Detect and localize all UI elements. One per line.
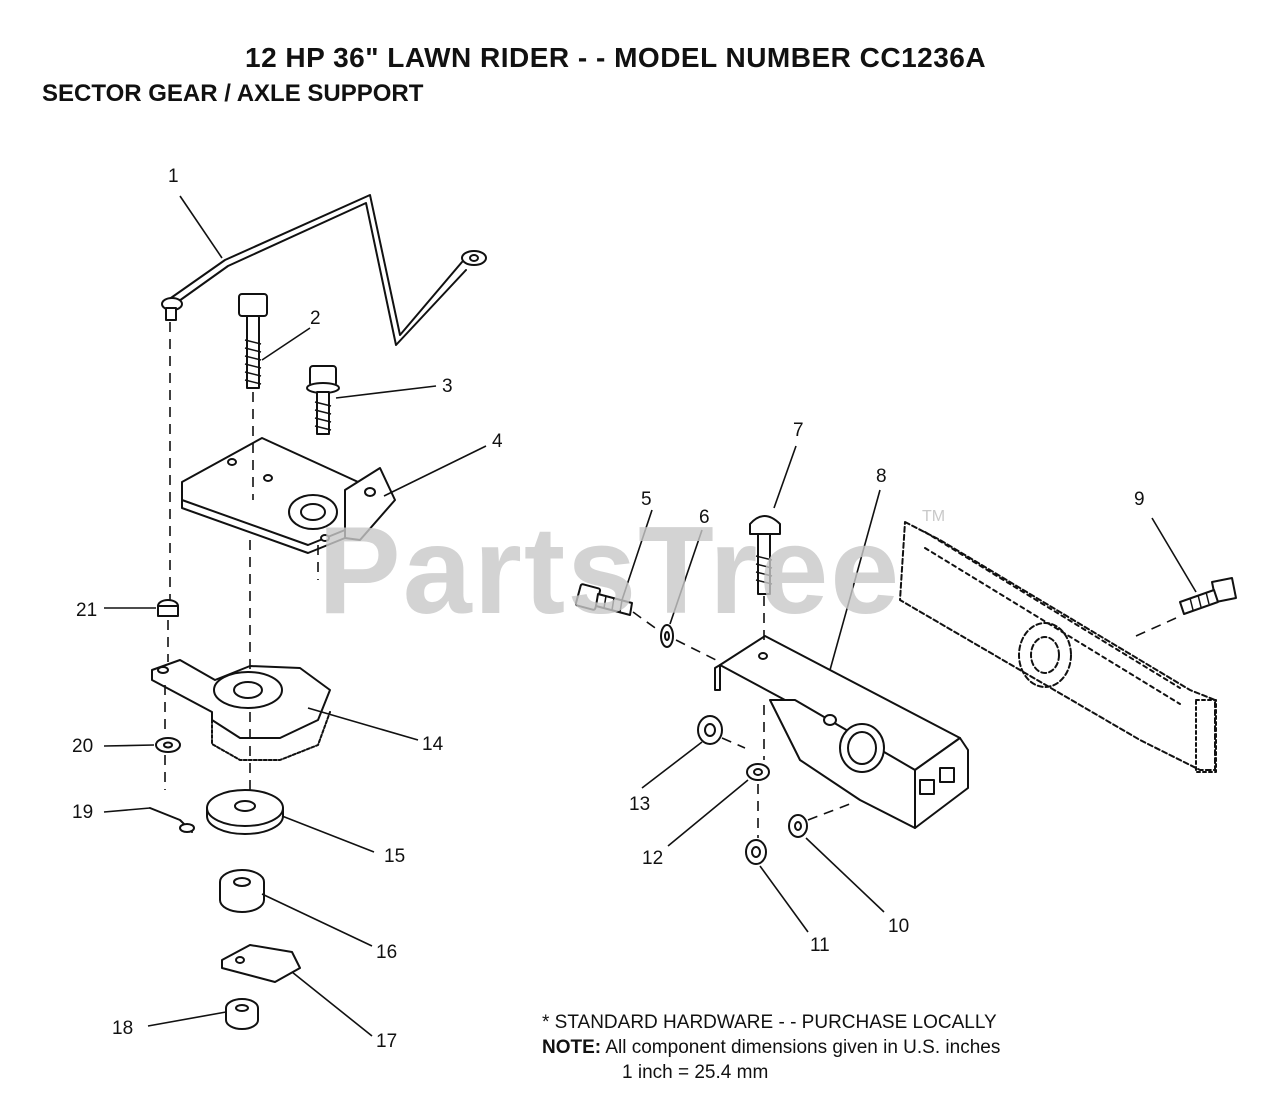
alignment-lines [164,322,1177,838]
callout-3: 3 [442,376,453,397]
part-nut-12[interactable] [746,763,770,781]
unit-conversion-note: 1 inch = 25.4 mm [622,1062,769,1083]
callout-4: 4 [492,431,503,452]
note-label: NOTE: [542,1037,602,1058]
part-bolt-2[interactable] [238,293,268,389]
note-text: All component dimensions given in U.S. i… [605,1037,1001,1058]
part-flange-bolt-3[interactable] [306,365,340,435]
callout-1: 1 [168,166,179,187]
callout-18: 18 [112,1018,133,1039]
partstree-watermark: PartsTree [318,502,902,640]
leader-lines [103,195,1197,1037]
callout-8: 8 [876,466,887,487]
part-nut-18[interactable] [225,998,259,1030]
callout-15: 15 [384,846,405,867]
diagram-title: 12 HP 36" LAWN RIDER - - MODEL NUMBER CC… [245,42,987,73]
part-support-plate[interactable] [181,437,396,554]
trademark-symbol: TM [922,508,946,525]
part-washer-10[interactable] [788,814,808,838]
part-drag-link[interactable] [161,194,487,346]
part-front-axle-phantom [899,521,1217,773]
callout-17: 17 [376,1031,397,1052]
callout-7: 7 [793,420,804,441]
diagram-notes: * STANDARD HARDWARE - - PURCHASE LOCALLY… [542,1010,1000,1085]
callout-16: 16 [376,942,397,963]
part-sector-gear[interactable] [151,659,331,761]
callout-19: 19 [72,802,93,823]
part-washer-20[interactable] [155,737,181,753]
part-spacer-13[interactable] [697,715,723,745]
part-spacer[interactable] [206,789,284,835]
standard-hardware-note: * STANDARD HARDWARE - - PURCHASE LOCALLY [542,1012,997,1033]
part-nut-11[interactable] [745,839,767,865]
callout-9: 9 [1134,489,1145,510]
callout-11: 11 [810,935,830,956]
part-washer-6[interactable] [660,624,674,648]
callout-13: 13 [629,794,650,815]
part-cotter-pin[interactable] [149,807,195,833]
callout-21: 21 [76,600,97,621]
callout-14: 14 [422,734,444,755]
callout-2: 2 [310,308,321,329]
callout-20: 20 [72,736,93,757]
callout-12: 12 [642,848,663,869]
part-nut-16[interactable] [219,869,265,913]
part-bolt-5[interactable] [574,583,633,616]
callout-numbers: 1 2 3 4 5 6 7 8 9 10 11 12 13 14 15 16 1… [72,166,1145,1052]
part-nut-21[interactable] [157,599,179,617]
callout-6: 6 [699,507,710,528]
part-axle-support-bracket[interactable] [714,635,969,829]
callout-5: 5 [641,489,652,510]
part-bolt-9[interactable] [1179,577,1237,615]
part-carriage-bolt[interactable] [749,515,781,595]
callout-10: 10 [888,916,909,937]
diagram-subtitle: SECTOR GEAR / AXLE SUPPORT [42,80,424,107]
part-clamp[interactable] [221,944,301,983]
dimension-note: NOTE: All component dimensions given in … [542,1035,1000,1060]
